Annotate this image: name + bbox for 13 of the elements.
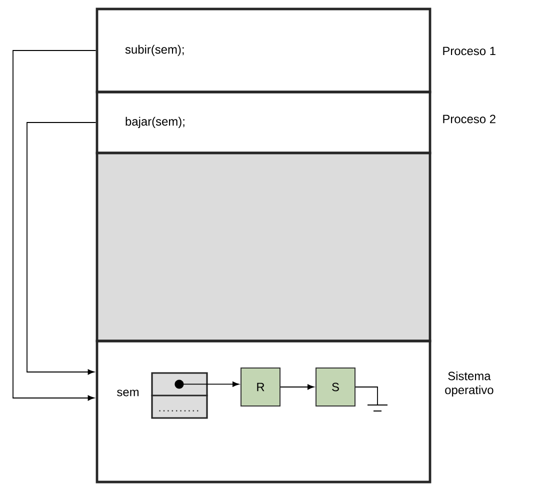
arrow [26, 122, 96, 375]
queue-box: S [316, 368, 356, 406]
process-box: subir(sem); [96, 8, 432, 94]
queue-box: R [240, 368, 280, 406]
semaphore-record [151, 372, 208, 419]
process-label: Sistema operativo [445, 371, 494, 397]
process-label: Proceso 2 [443, 114, 496, 124]
arrow [280, 384, 314, 390]
process-label: Proceso 1 [443, 46, 496, 56]
pointer-arrow [174, 380, 240, 389]
memory-band [96, 152, 432, 342]
ground-line [355, 386, 378, 406]
arrow [12, 50, 96, 401]
